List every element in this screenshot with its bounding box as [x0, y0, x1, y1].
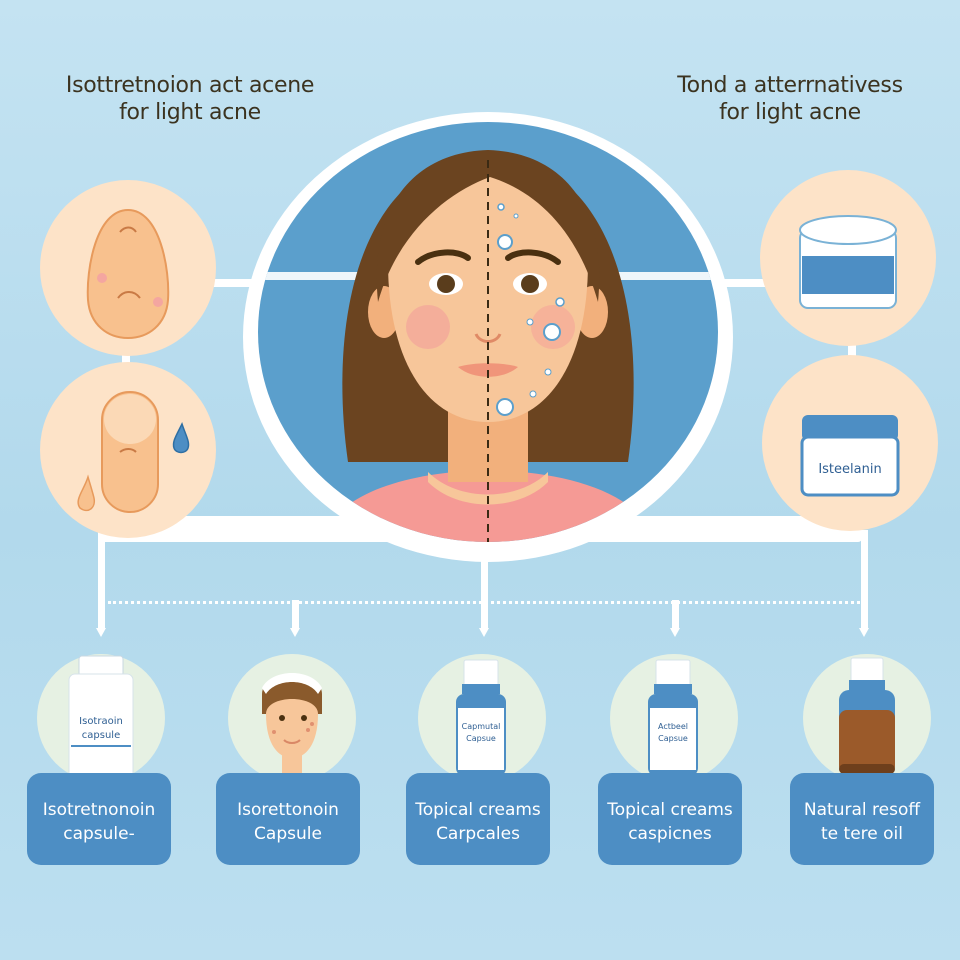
- option-title-line2: capsule-: [63, 824, 135, 844]
- option-title-line2: te tere oil: [821, 824, 903, 844]
- connector-right-top: [690, 279, 780, 287]
- option-title-line1: Isorettonoin: [237, 800, 339, 820]
- option-circle: Isotraoin capsule: [37, 654, 165, 791]
- face-with-pimples-icon: [86, 208, 170, 340]
- svg-text:Capmutal: Capmutal: [462, 722, 501, 731]
- option-label: Isorettonoin Capsule: [216, 773, 360, 865]
- option-circle: Capmutal Capsue: [418, 654, 546, 782]
- option-circle: [803, 654, 931, 782]
- svg-text:Actbeel: Actbeel: [658, 722, 688, 731]
- connector-left-top: [200, 279, 280, 287]
- woman-headband-face-icon: [262, 673, 322, 782]
- connector-drop-1: [98, 530, 105, 630]
- labeled-jar-icon: Isteelanin: [800, 415, 900, 497]
- svg-text:Capsue: Capsue: [658, 734, 688, 743]
- side-circle-cream-jar: [760, 170, 936, 346]
- svg-text:Isteelanin: Isteelanin: [818, 462, 881, 477]
- heading-right-line1: Tond a atterrnativess: [677, 73, 903, 98]
- face-comparison-illustration: [258, 122, 718, 542]
- side-circle-capsule-drops: [40, 362, 216, 538]
- option-circle: [228, 654, 356, 782]
- option-title-line1: Topical creams: [415, 800, 541, 820]
- svg-text:capsule: capsule: [82, 730, 120, 741]
- heading-isotretinoin: Isottretnoion act acene for light acne: [20, 72, 360, 126]
- side-circle-labeled-jar: Isteelanin: [762, 355, 938, 531]
- connector-drop-3: [481, 560, 488, 630]
- dotted-guide-line: [108, 601, 860, 604]
- option-title-line1: Topical creams: [607, 800, 733, 820]
- arrow-down-icon: [290, 628, 300, 637]
- blue-bottle-icon: Capmutal Capsue: [456, 659, 506, 776]
- svg-text:Capsue: Capsue: [466, 734, 496, 743]
- woman-face-icon: [258, 150, 718, 542]
- option-title-line1: Isotretnonoin: [42, 800, 156, 820]
- option-title-line2: Carpcales: [436, 824, 520, 844]
- connector-drop-2: [292, 600, 299, 630]
- option-title-line2: caspicnes: [628, 824, 712, 844]
- option-label: Topical creams caspicnes: [598, 773, 742, 865]
- heading-left-line2: for light acne: [119, 100, 261, 125]
- option-title-line1: Natural resoff: [803, 800, 921, 820]
- arrow-down-icon: [96, 628, 106, 637]
- option-label: Isotretnonoin capsule-: [27, 773, 171, 865]
- blue-bottle-icon: Actbeel Capsue: [648, 659, 698, 776]
- svg-text:Isotraoin: Isotraoin: [79, 716, 123, 727]
- option-title-line2: Capsule: [254, 824, 322, 844]
- heading-right-line2: for light acne: [719, 100, 861, 125]
- option-label: Natural resoff te tere oil: [790, 773, 934, 865]
- cream-jar-icon: [799, 215, 897, 309]
- side-circle-face-pimples: [40, 180, 216, 356]
- arrow-down-icon: [859, 628, 869, 637]
- heading-alternatives: Tond a atterrnativess for light acne: [630, 72, 950, 126]
- capsule-with-drops-icon: [77, 391, 190, 513]
- amber-oil-bottle-icon: [839, 657, 895, 774]
- option-label: Topical creams Carpcales: [406, 773, 550, 865]
- connector-drop-4: [672, 600, 679, 630]
- arrow-down-icon: [479, 628, 489, 637]
- connector-drop-5: [861, 530, 868, 630]
- arrow-down-icon: [670, 628, 680, 637]
- option-circle: Actbeel Capsue: [610, 654, 738, 782]
- pill-bottle-icon: Isotraoin capsule: [68, 655, 134, 791]
- heading-left-line1: Isottretnoion act acene: [65, 73, 315, 98]
